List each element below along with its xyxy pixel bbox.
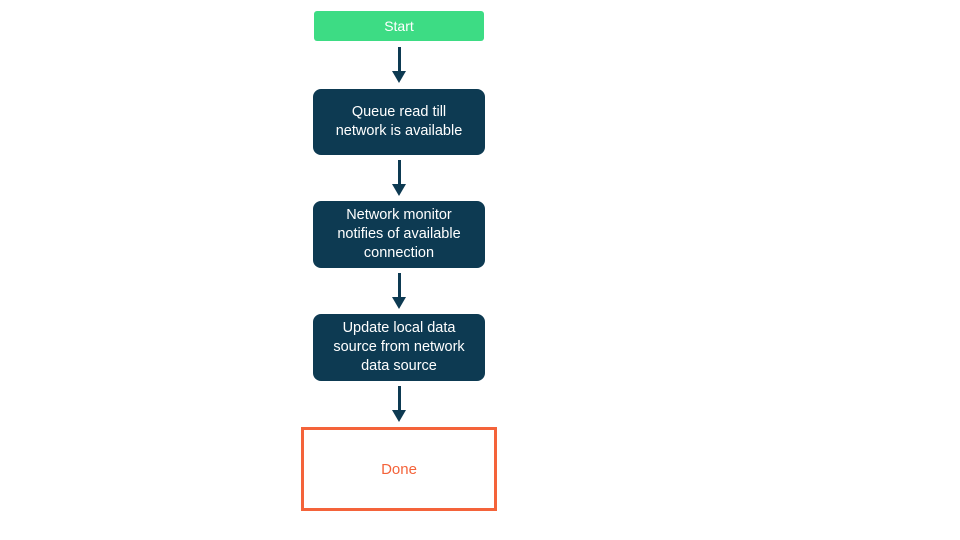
- arrow-head: [392, 410, 406, 422]
- arrow-stem: [397, 386, 401, 410]
- arrow-down-icon: [392, 273, 406, 309]
- flow-node-start: Start: [314, 11, 484, 41]
- arrow-stem: [397, 47, 401, 71]
- arrow-head: [392, 184, 406, 196]
- arrow-head: [392, 71, 406, 83]
- arrow-down-icon: [392, 47, 406, 83]
- flow-node-queue-read: Queue read till network is available: [313, 89, 485, 155]
- arrow-stem: [397, 273, 401, 297]
- arrow-stem: [397, 160, 401, 184]
- flowchart: Start Queue read till network is availab…: [299, 11, 499, 511]
- arrow-head: [392, 297, 406, 309]
- arrow-down-icon: [392, 160, 406, 196]
- flow-node-network-monitor: Network monitor notifies of available co…: [313, 201, 485, 268]
- flow-node-update-local: Update local data source from network da…: [313, 314, 485, 381]
- flow-node-done: Done: [301, 427, 497, 511]
- arrow-down-icon: [392, 386, 406, 422]
